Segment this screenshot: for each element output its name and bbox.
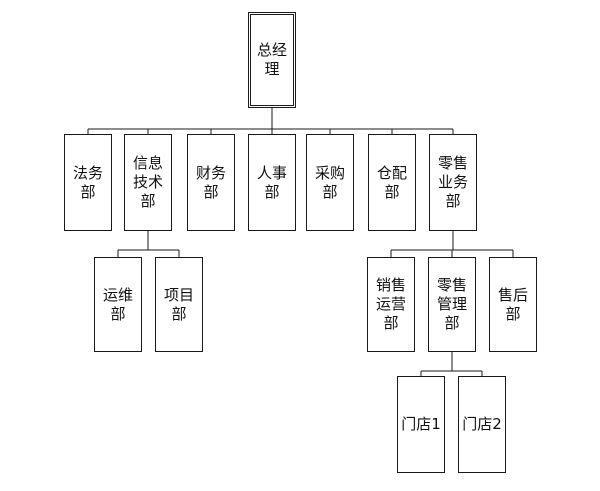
node-general-manager: 总经理: [248, 12, 296, 108]
node-sales-ops-dept: 销售运营部: [367, 257, 415, 352]
node-label: 零售业务部: [437, 154, 468, 210]
node-label: 财务部: [195, 163, 226, 201]
node-label: 门店2: [462, 415, 502, 433]
node-label: 销售运营部: [375, 276, 406, 332]
node-label: 总经理: [256, 41, 287, 78]
node-warehouse-dept: 仓配部: [368, 134, 416, 231]
node-label: 门店1: [401, 415, 441, 433]
node-label: 项目部: [163, 285, 194, 323]
node-label: 法务部: [72, 163, 103, 201]
node-ops-dept: 运维部: [94, 257, 142, 352]
node-store-2: 门店2: [458, 376, 506, 473]
node-it-dept: 信息技术部: [124, 134, 172, 231]
node-label: 信息技术部: [132, 154, 163, 210]
node-retail-dept: 零售业务部: [429, 134, 477, 231]
node-project-dept: 项目部: [155, 257, 203, 352]
node-label: 人事部: [256, 163, 287, 201]
node-purchasing-dept: 采购部: [306, 134, 354, 231]
node-finance-dept: 财务部: [187, 134, 235, 231]
node-label: 运维部: [102, 285, 133, 323]
node-after-sales-dept: 售后部: [489, 257, 537, 352]
node-label: 零售管理部: [436, 276, 467, 332]
node-hr-dept: 人事部: [248, 134, 296, 231]
node-label: 仓配部: [376, 163, 407, 201]
node-retail-mgmt-dept: 零售管理部: [428, 257, 476, 352]
node-store-1: 门店1: [397, 376, 445, 473]
node-legal-dept: 法务部: [64, 134, 112, 231]
node-label: 采购部: [314, 163, 345, 201]
node-label: 售后部: [497, 285, 528, 323]
